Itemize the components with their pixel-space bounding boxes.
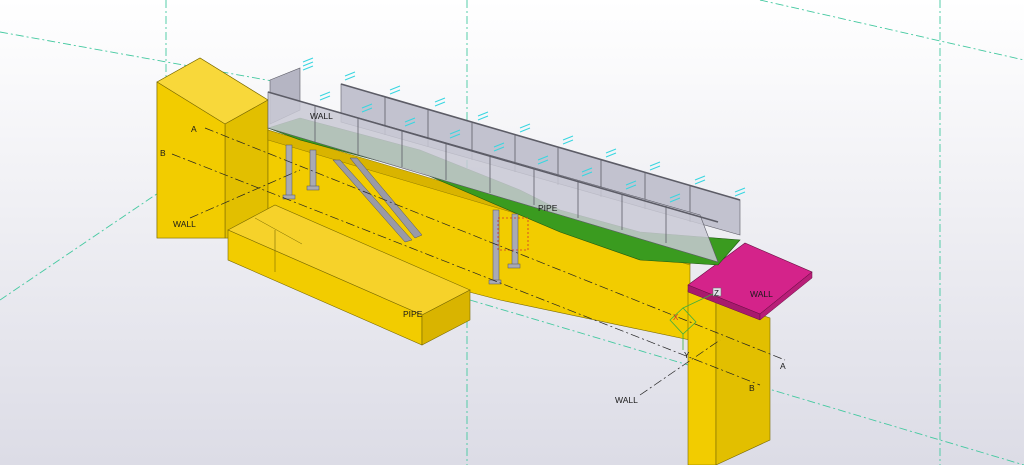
railing-front[interactable] [267, 91, 719, 263]
reference-lines [171, 127, 786, 396]
right-wall-column[interactable] [687, 289, 771, 465]
part-mark-icons [302, 57, 746, 203]
wall-label-top: WALL [310, 111, 333, 121]
axis-y-label: Y [684, 351, 690, 360]
xyz-axis-icon[interactable] [669, 287, 722, 350]
axis-x-label: X [673, 313, 679, 322]
axis-z-label: Z [714, 289, 719, 298]
pipe-box[interactable] [227, 204, 471, 346]
stair-stringers [332, 157, 423, 243]
grid-label-b-left: B [160, 148, 166, 158]
weld-markers [497, 217, 529, 251]
wall-label-bottom: WALL [615, 395, 638, 405]
railing-front-posts [314, 106, 667, 243]
wall-label-slab: WALL [750, 289, 773, 299]
pipe-label-center: PIPE [538, 203, 558, 213]
pipe-label-front: PIPE [403, 309, 423, 319]
deck-supports [282, 144, 521, 285]
grid-label-a-left: A [191, 124, 197, 134]
grid-label-b-right: B [749, 383, 755, 393]
left-wall-block[interactable] [156, 57, 269, 239]
grid-label-a-right: A [780, 361, 786, 371]
wall-label-left: WALL [173, 219, 196, 229]
